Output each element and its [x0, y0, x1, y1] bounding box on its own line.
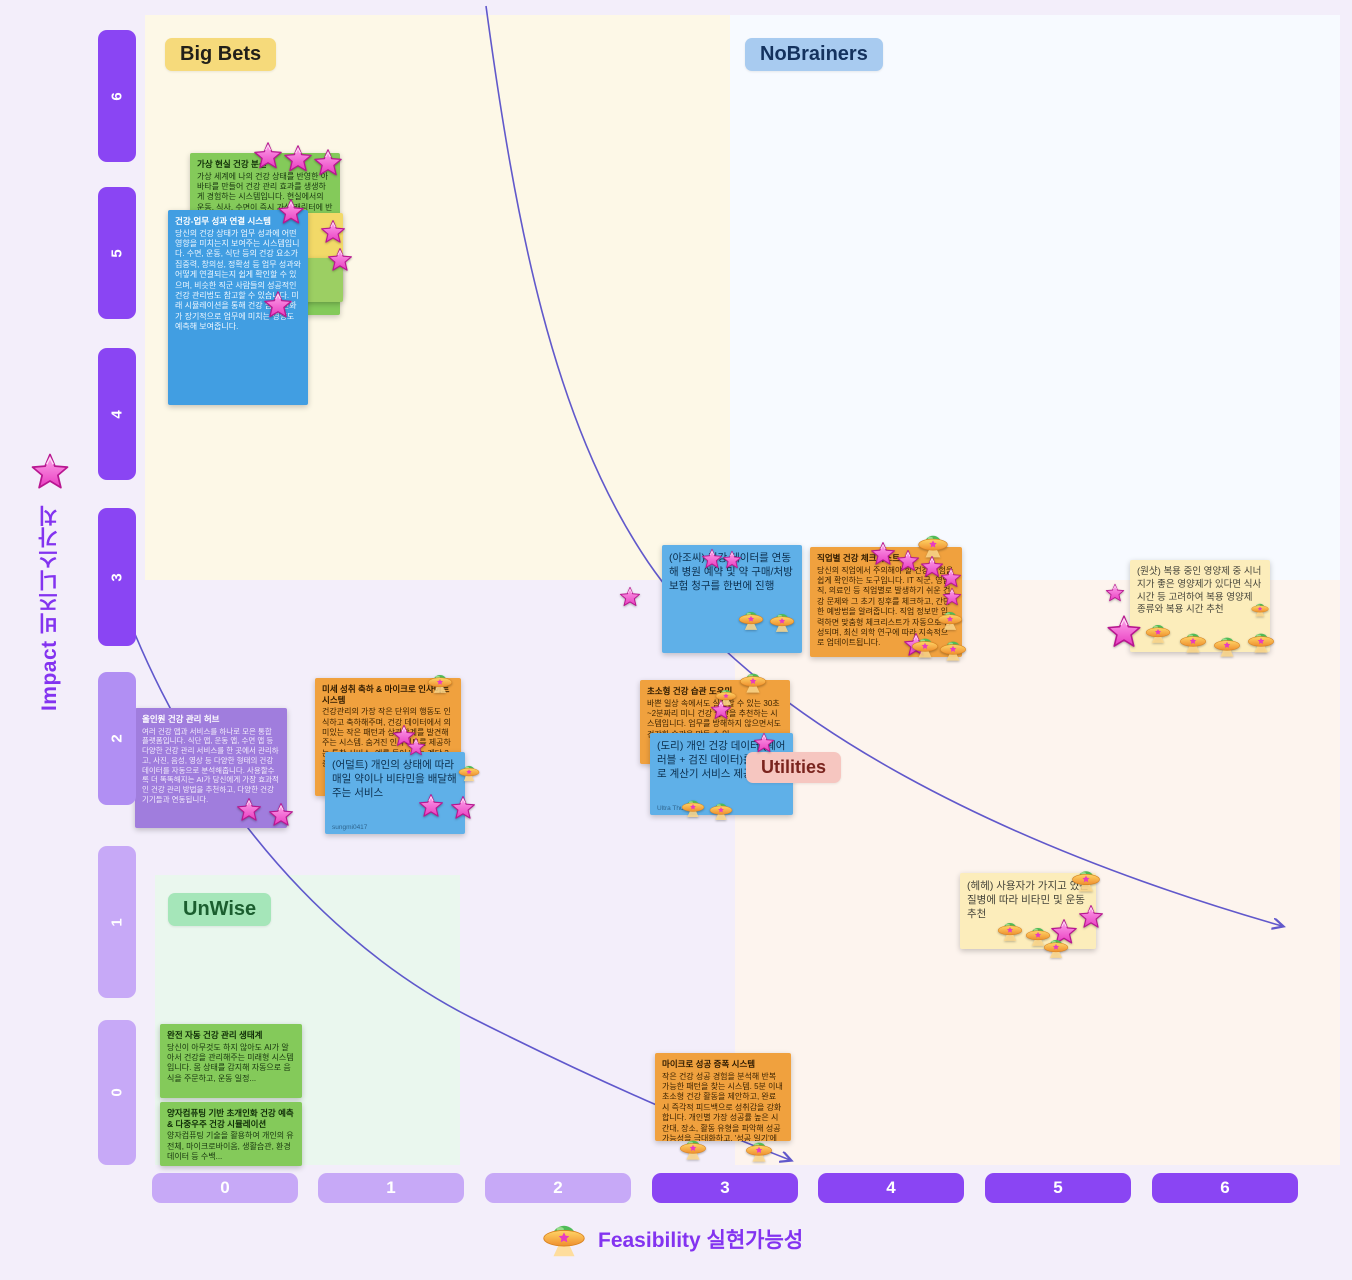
- star-sticker-icon[interactable]: [753, 732, 775, 754]
- ufo-sticker-icon[interactable]: [738, 665, 768, 695]
- note-author: sungmi0417: [332, 824, 368, 831]
- star-sticker-icon[interactable]: [263, 290, 293, 320]
- star-sticker-icon[interactable]: [940, 567, 962, 589]
- y-axis-label-text: Impact 비즈니스가치: [38, 505, 61, 712]
- x-axis-tick-3: 3: [652, 1173, 798, 1203]
- quadrant-label-big-bets[interactable]: Big Bets: [165, 38, 277, 71]
- star-sticker-icon[interactable]: [283, 144, 313, 174]
- star-sticker-icon[interactable]: [320, 219, 346, 245]
- note-auto-ecosystem[interactable]: 완전 자동 건강 관리 생태계 당신이 아무것도 하지 않아도 AI가 알아서 …: [160, 1024, 302, 1098]
- star-sticker-icon[interactable]: [710, 699, 732, 721]
- ufo-sticker-icon[interactable]: [1042, 932, 1070, 960]
- y-axis-tick-1: 1: [98, 846, 136, 998]
- note-body: 양자컴퓨팅 기술을 활용하여 개인의 유전체, 마이크로바이옴, 생활습관, 환…: [167, 1131, 294, 1162]
- star-sticker-icon[interactable]: [1078, 904, 1104, 930]
- star-sticker-icon[interactable]: [701, 548, 723, 570]
- y-axis-label: Impact 비즈니스가치: [30, 452, 70, 711]
- note-title: 완전 자동 건강 관리 생태계: [167, 1030, 263, 1040]
- star-sticker-icon[interactable]: [870, 541, 896, 567]
- note-body: 당신의 건강 상태가 업무 성과에 어떤 영향을 미치는지 보여주는 시스템입니…: [175, 228, 301, 332]
- ufo-sticker-icon[interactable]: [426, 667, 454, 695]
- ufo-sticker-icon[interactable]: [1212, 629, 1242, 659]
- star-sticker-icon[interactable]: [327, 247, 353, 273]
- ufo-sticker-icon[interactable]: [1070, 862, 1102, 894]
- star-sticker-icon[interactable]: [313, 148, 343, 178]
- note-adult-delivery[interactable]: (어덜트) 개인의 상태에 따라 매일 약이나 비타민을 배달해주는 서비스 s…: [325, 752, 465, 834]
- ufo-sticker-icon[interactable]: [910, 630, 940, 660]
- ufo-sticker-icon[interactable]: [680, 793, 706, 819]
- y-axis-tick-0: 0: [98, 1020, 136, 1165]
- note-title: 마이크로 성공 증폭 시스템: [662, 1059, 756, 1069]
- note-title: 건강-업무 성과 연결 시스템: [175, 216, 271, 226]
- ufo-sticker-icon[interactable]: [457, 759, 481, 783]
- star-sticker-icon[interactable]: [253, 141, 283, 171]
- quadrant-label-nobrainers[interactable]: NoBrainers: [745, 38, 883, 71]
- star-sticker-icon[interactable]: [268, 802, 294, 828]
- ufo-sticker-icon[interactable]: [1246, 625, 1276, 655]
- note-micro-success[interactable]: 마이크로 성공 증폭 시스템 작은 건강 성공 경험을 분석해 반복 가능한 패…: [655, 1053, 791, 1141]
- ufo-sticker-icon[interactable]: [678, 1132, 708, 1162]
- x-axis-tick-2: 2: [485, 1173, 631, 1203]
- star-sticker-icon[interactable]: [619, 586, 641, 608]
- ufo-sticker-icon[interactable]: [737, 604, 765, 632]
- note-body: 당신이 아무것도 하지 않아도 AI가 알아서 건강을 관리해주는 미래형 시스…: [167, 1042, 294, 1083]
- x-axis-tick-0: 0: [152, 1173, 298, 1203]
- y-axis-tick-2: 2: [98, 672, 136, 805]
- star-sticker-icon[interactable]: [406, 737, 426, 757]
- ufo-axis-icon: [540, 1212, 588, 1265]
- star-sticker-icon[interactable]: [418, 793, 444, 819]
- star-sticker-icon[interactable]: [236, 797, 262, 823]
- note-all-in-one-hub[interactable]: 올인원 건강 관리 허브 여러 건강 앱과 서비스를 하나로 모은 통합 플랫폼…: [135, 708, 287, 828]
- nobrainers-zone: [730, 15, 1340, 580]
- note-title: 올인원 건강 관리 허브: [142, 714, 220, 724]
- x-axis-tick-6: 6: [1152, 1173, 1298, 1203]
- ufo-sticker-icon[interactable]: [938, 633, 968, 663]
- note-title: 가상 현실 건강 분신: [197, 159, 267, 169]
- ufo-sticker-icon[interactable]: [744, 1134, 774, 1164]
- star-sticker-icon[interactable]: [1106, 614, 1142, 650]
- note-body: 여러 건강 앱과 서비스를 하나로 모은 통합 플랫폼입니다. 식단 앱, 운동…: [142, 726, 279, 804]
- note-quantum-simulation[interactable]: 양자컴퓨팅 기반 초개인화 건강 예측 & 다중우주 건강 시뮬레이션 양자컴퓨…: [160, 1102, 302, 1166]
- note-body: 작은 건강 성공 경험을 분석해 반복 가능한 패턴을 찾는 시스템. 5분 이…: [662, 1071, 783, 1141]
- ufo-sticker-icon[interactable]: [1178, 625, 1208, 655]
- y-axis-tick-6: 6: [98, 30, 136, 162]
- note-title: 양자컴퓨팅 기반 초개인화 건강 예측 & 다중우주 건강 시뮬레이션: [167, 1108, 294, 1129]
- x-axis-tick-1: 1: [318, 1173, 464, 1203]
- x-axis-tick-4: 4: [818, 1173, 964, 1203]
- x-axis-tick-5: 5: [985, 1173, 1131, 1203]
- ufo-sticker-icon[interactable]: [768, 606, 796, 634]
- y-axis-tick-4: 4: [98, 348, 136, 480]
- x-axis-label: Feasibility 실현가능성: [540, 1212, 803, 1265]
- ufo-sticker-icon[interactable]: [1250, 598, 1270, 618]
- ufo-sticker-icon[interactable]: [1144, 617, 1172, 645]
- ufo-sticker-icon[interactable]: [996, 915, 1024, 943]
- ufo-sticker-icon[interactable]: [936, 604, 964, 632]
- x-axis-label-text: Feasibility 실현가능성: [598, 1228, 804, 1252]
- star-sticker-icon[interactable]: [896, 549, 920, 573]
- y-axis-tick-3: 3: [98, 508, 136, 646]
- y-axis-tick-5: 5: [98, 187, 136, 319]
- star-sticker-icon[interactable]: [277, 198, 305, 226]
- quadrant-label-unwise[interactable]: UnWise: [168, 893, 272, 926]
- note-body: (원샷) 복용 중인 영양제 중 시너지가 좋은 영양제가 있다면 식사시간 등…: [1137, 566, 1262, 616]
- star-axis-icon: [30, 452, 70, 497]
- star-sticker-icon[interactable]: [722, 550, 742, 570]
- star-sticker-icon[interactable]: [450, 795, 476, 821]
- ufo-sticker-icon[interactable]: [708, 796, 734, 822]
- star-sticker-icon[interactable]: [1105, 583, 1125, 603]
- quadrant-label-utilities[interactable]: Utilities: [746, 752, 842, 783]
